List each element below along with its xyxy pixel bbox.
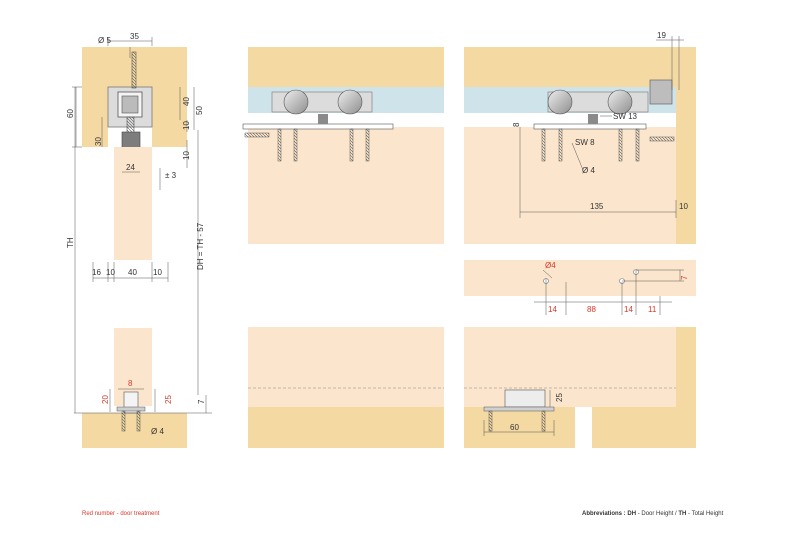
dim-red-7: 7	[680, 275, 689, 280]
screw	[558, 128, 563, 162]
abbreviations-title: Abbreviations :	[582, 511, 626, 517]
dim-red-14-right: 14	[624, 305, 633, 314]
screw	[365, 128, 370, 162]
dim-10: 10	[679, 202, 688, 211]
red-number-legend: Red number - door treatment	[82, 511, 160, 517]
floor-wood	[82, 413, 187, 448]
hanger-bracket	[533, 123, 647, 130]
dim-red-diameter-4: Ø4	[545, 261, 556, 270]
dim-24: 24	[126, 163, 135, 172]
dim-19: 19	[657, 31, 666, 40]
dim-diameter-4: Ø 4	[151, 427, 164, 436]
screw	[541, 128, 546, 162]
roller-wheel	[547, 89, 573, 115]
dim-10-upper: 10	[182, 121, 191, 130]
wall-board	[152, 87, 187, 147]
dim-10-lower: 10	[182, 151, 191, 160]
dim-red-8: 8	[128, 379, 133, 388]
door-panel	[464, 127, 676, 244]
screw	[121, 410, 126, 432]
abbreviations-legend: Abbreviations : DH - Door Height / TH - …	[582, 511, 723, 517]
th-abbreviation: TH	[678, 511, 687, 517]
dim-50: 50	[195, 106, 204, 115]
front-view-top-right: 19 SW 13 8 SW 8 Ø 4 135 10	[464, 31, 696, 244]
dim-40: 40	[182, 97, 191, 106]
ceiling-wood	[248, 47, 444, 87]
front-view-top-left	[242, 47, 444, 244]
dim-30: 30	[94, 137, 103, 146]
roller-wheel	[337, 89, 363, 115]
screw	[488, 410, 493, 432]
dim-red-25: 25	[164, 395, 173, 404]
end-stop	[649, 79, 673, 105]
dh-abbreviation: DH	[627, 511, 637, 517]
dim-10-right: 10	[153, 268, 162, 277]
dim-8: 8	[512, 122, 521, 127]
dim-plus-minus-3: ± 3	[165, 171, 177, 180]
screw	[136, 410, 141, 432]
dim-10-left: 10	[106, 268, 115, 277]
floor-guide	[504, 389, 546, 408]
wall-board	[82, 87, 108, 147]
th-description: - Total Height	[686, 511, 724, 517]
screw	[131, 51, 137, 89]
dim-red-20: 20	[101, 395, 110, 404]
screw	[541, 410, 546, 432]
dim-35: 35	[130, 32, 139, 41]
dim-sw-8: SW 8	[575, 138, 595, 147]
door-panel	[248, 127, 444, 244]
dim-red-14-left: 14	[548, 305, 557, 314]
door-panel	[248, 327, 444, 407]
dim-60: 60	[510, 423, 519, 432]
roller-wheel	[283, 89, 309, 115]
floor-wood	[592, 407, 696, 448]
floor-wood	[464, 407, 575, 448]
door-panel	[464, 327, 676, 407]
door-top-edge-view: Ø4 7 14 88 14 11	[464, 260, 696, 315]
stopper-screw	[244, 132, 270, 138]
dim-25: 25	[555, 393, 564, 402]
dh-description: - Door Height /	[636, 511, 679, 517]
screw	[635, 128, 640, 162]
left-section-view: Ø 5 35 40 50 60 10 30 10 24 ± 3 TH DH = …	[66, 32, 212, 448]
dim-diameter-5: Ø 5	[98, 36, 111, 45]
screw	[277, 128, 282, 162]
door-panel-upper	[114, 147, 152, 260]
dim-16: 16	[92, 268, 101, 277]
stopper-screw	[649, 136, 675, 142]
dim-7: 7	[197, 399, 206, 404]
screw	[618, 128, 623, 162]
dim-total-height: TH	[66, 237, 75, 248]
door-edge	[464, 260, 696, 296]
floor-wood	[248, 407, 444, 448]
dim-door-height: DH = TH - 57	[196, 222, 205, 270]
dim-red-11: 11	[648, 305, 657, 314]
hanger-bracket	[242, 123, 394, 130]
screw	[349, 128, 354, 162]
screw	[293, 128, 298, 162]
roller-wheel	[607, 89, 633, 115]
front-view-bottom-left	[248, 327, 444, 448]
side-wall	[676, 47, 696, 244]
dim-diameter-4: Ø 4	[582, 166, 595, 175]
dim-60: 60	[66, 109, 75, 118]
front-view-bottom-right: 60 25	[464, 327, 696, 448]
dim-135: 135	[590, 202, 604, 211]
dim-40-width: 40	[128, 268, 137, 277]
dim-sw-13: SW 13	[613, 112, 638, 121]
dim-red-88: 88	[587, 305, 596, 314]
